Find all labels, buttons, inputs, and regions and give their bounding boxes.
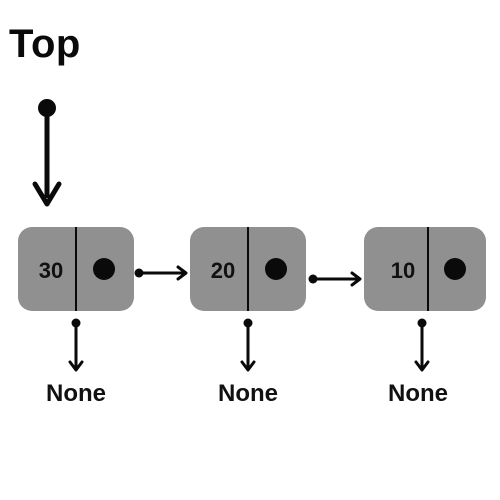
next-pointer-dot (265, 258, 287, 280)
top-pointer (32, 99, 62, 207)
down-pointer-20 (240, 318, 256, 372)
link-arrowhead (350, 271, 362, 287)
link-30-to-20 (134, 265, 188, 281)
node-value: 30 (39, 258, 63, 283)
down-pointer-30 (68, 318, 84, 372)
none-label: None (388, 380, 448, 407)
link-arrowhead (176, 265, 188, 281)
node-20: 20 (190, 227, 306, 311)
node-value: 10 (391, 258, 415, 283)
link-20-to-10 (308, 271, 362, 287)
node-box (364, 227, 486, 311)
down-pointer-arrowhead (240, 360, 256, 372)
next-pointer-dot (93, 258, 115, 280)
down-pointer-arrowhead (414, 360, 430, 372)
down-pointer-arrowhead (68, 360, 84, 372)
node-30: 30 (18, 227, 134, 311)
down-pointer-10 (414, 318, 430, 372)
node-value: 20 (211, 258, 235, 283)
top-label: Top (9, 22, 81, 66)
node-10: 10 (364, 227, 486, 311)
top-pointer-arrowhead (32, 181, 62, 207)
none-label: None (218, 380, 278, 407)
next-pointer-dot (444, 258, 466, 280)
none-label: None (46, 380, 106, 407)
